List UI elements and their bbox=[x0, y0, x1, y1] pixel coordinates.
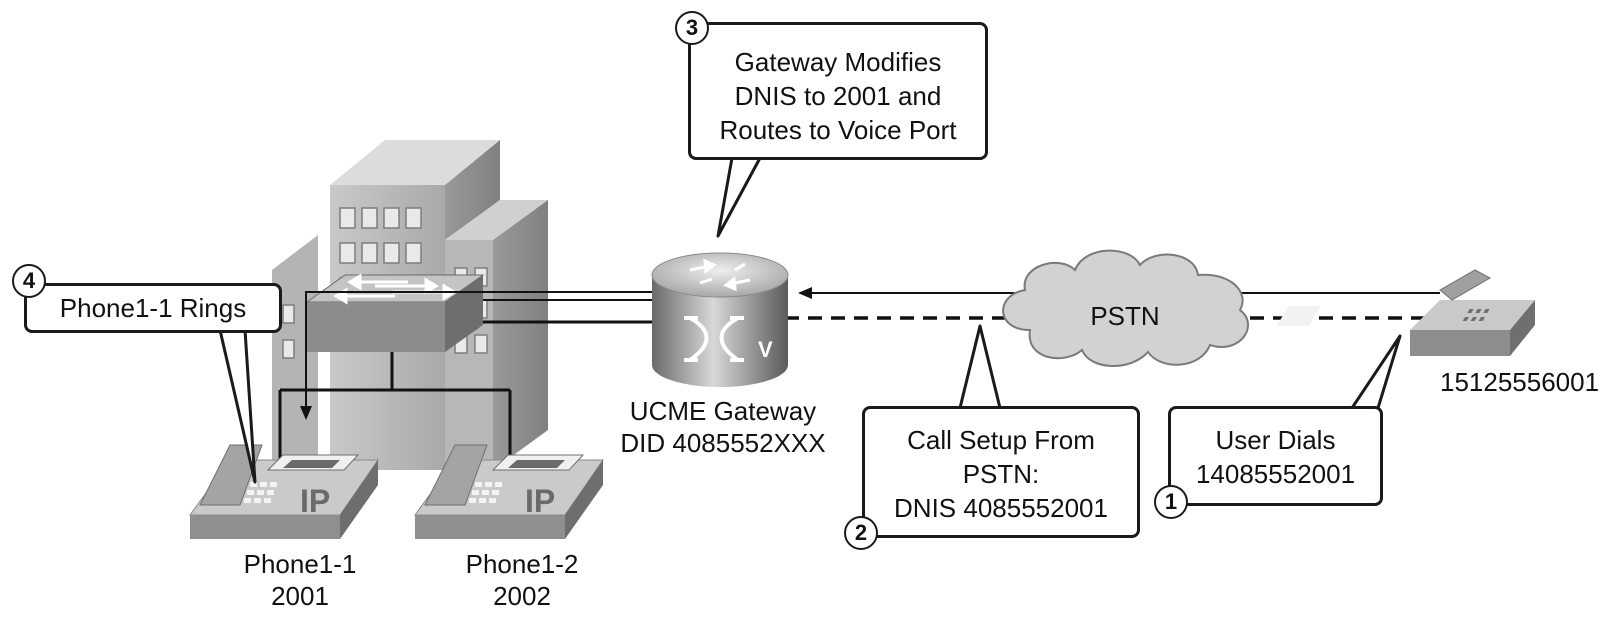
callout-user-dials: User Dials 14085552001 bbox=[1168, 406, 1383, 506]
step-number-4: 4 bbox=[12, 264, 46, 298]
phone-1-extension: 2001 bbox=[271, 581, 329, 611]
step-number-3: 3 bbox=[675, 11, 709, 45]
callout-line: DNIS 4085552001 bbox=[894, 493, 1108, 523]
callout-line: Phone1-1 Rings bbox=[59, 293, 247, 323]
phone-2-extension: 2002 bbox=[493, 581, 551, 611]
callout-line: PSTN: bbox=[962, 459, 1040, 489]
pstn-label: PSTN bbox=[1090, 301, 1160, 331]
step-number-2: 2 bbox=[844, 516, 878, 550]
phone-1-name: Phone1-1 bbox=[243, 549, 357, 579]
pstn-cloud-icon bbox=[1002, 249, 1250, 367]
ip-badge-2: IP bbox=[525, 483, 555, 519]
ip-phone-2-icon: IP bbox=[414, 444, 604, 539]
lan-links bbox=[278, 299, 680, 475]
pstn-caller-phone-icon bbox=[1276, 269, 1535, 356]
callout-line: Call Setup From bbox=[907, 425, 1095, 455]
gateway-label: UCME Gateway DID 4085552XXX bbox=[588, 395, 858, 459]
gateway-name: UCME Gateway bbox=[629, 396, 817, 426]
callout-gateway-modifies: Gateway Modifies DNIS to 2001 and Routes… bbox=[688, 22, 988, 160]
callout-phone-rings: Phone1-1 Rings bbox=[24, 283, 282, 333]
ring-signal-arrow bbox=[300, 291, 665, 420]
voice-symbol: V bbox=[758, 337, 773, 362]
voice-gateway-router-icon: V bbox=[651, 252, 789, 387]
callout-call-setup: Call Setup From PSTN: DNIS 4085552001 bbox=[862, 406, 1140, 538]
callout-line: DNIS to 2001 and bbox=[734, 81, 942, 111]
phone-2-name: Phone1-2 bbox=[465, 549, 579, 579]
callout-line: User Dials bbox=[1215, 425, 1336, 455]
phone-2-label: Phone1-2 2002 bbox=[422, 548, 622, 612]
step-number-1: 1 bbox=[1154, 485, 1188, 519]
callout-line: Gateway Modifies bbox=[734, 47, 942, 77]
gateway-did: DID 4085552XXX bbox=[620, 428, 826, 458]
office-building-icon bbox=[272, 140, 548, 470]
phone-1-label: Phone1-1 2001 bbox=[200, 548, 400, 612]
ip-phone-1-icon: IP bbox=[189, 444, 379, 539]
lan-switch-icon bbox=[305, 273, 485, 352]
caller-number-label: 15125556001 bbox=[1440, 367, 1600, 397]
ip-badge-1: IP bbox=[300, 483, 330, 519]
callout-line: Routes to Voice Port bbox=[719, 115, 957, 145]
callout-line: 14085552001 bbox=[1195, 459, 1356, 489]
callout-pointers bbox=[218, 157, 1402, 484]
